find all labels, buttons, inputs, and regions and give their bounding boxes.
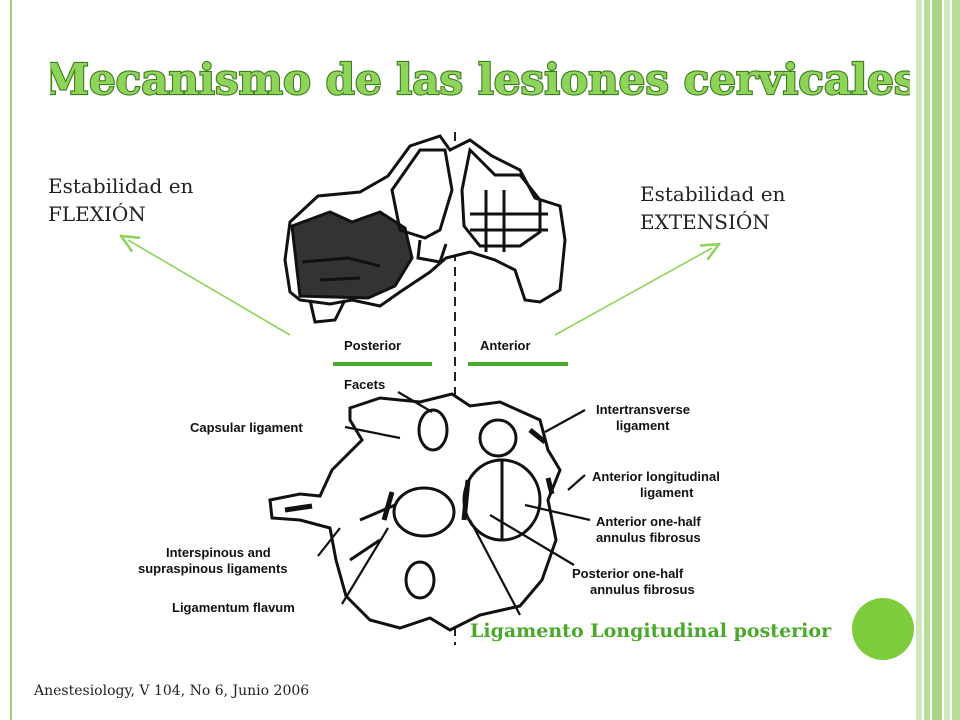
- extension-label: Estabilidad en EXTENSIÓN: [640, 180, 785, 236]
- capsular-ligament-label: Capsular ligament: [190, 420, 303, 435]
- ligamento-longitudinal-label: Ligamento Longitudinal posterior: [470, 620, 832, 642]
- extension-arrow: [554, 248, 712, 336]
- citation-text: Anestesiology, V 104, No 6, Junio 2006: [34, 683, 310, 699]
- slide-title-container: Mecanismo de las lesiones cervicales: [0, 50, 960, 110]
- flexion-label-line2: FLEXIÓN: [48, 202, 146, 226]
- extension-label-line2: EXTENSIÓN: [640, 210, 770, 234]
- anterior-label: Anterior: [480, 338, 531, 353]
- anterior-longitudinal-label-2: ligament: [640, 485, 694, 500]
- ligamentum-flavum-label: Ligamentum flavum: [172, 600, 295, 615]
- extension-label-line1: Estabilidad en: [640, 182, 786, 206]
- posterior-annulus-label-1: Posterior one-half: [572, 566, 684, 581]
- annotation-leaders: [317, 391, 591, 616]
- posterior-label: Posterior: [344, 338, 401, 353]
- decorative-green-circle: [852, 598, 914, 660]
- anterior-annulus-label-1: Anterior one-half: [596, 514, 701, 529]
- posterior-annulus-label-2: annulus fibrosus: [590, 582, 695, 597]
- intertransverse-label-1: Intertransverse: [596, 402, 690, 417]
- decorative-stripes: [916, 0, 960, 720]
- slide-left-border: [0, 0, 12, 720]
- facets-label: Facets: [344, 377, 385, 392]
- flexion-arrow: [128, 240, 291, 336]
- axial-vertebra-view: [268, 392, 562, 632]
- flexion-label: Estabilidad en FLEXIÓN: [48, 172, 193, 228]
- interspinous-label-1: Interspinous and: [166, 545, 271, 560]
- slide-title: Mecanismo de las lesiones cervicales: [50, 55, 910, 104]
- intertransverse-label-2: ligament: [616, 418, 670, 433]
- interspinous-label-2: supraspinous ligaments: [138, 561, 288, 576]
- slide-title-graphic: Mecanismo de las lesiones cervicales: [50, 54, 910, 105]
- anterior-annulus-label-2: annulus fibrosus: [596, 530, 701, 545]
- anterior-longitudinal-label-1: Anterior longitudinal: [592, 469, 720, 484]
- flexion-label-line1: Estabilidad en: [48, 174, 194, 198]
- lateral-vertebrae-view: [283, 134, 567, 324]
